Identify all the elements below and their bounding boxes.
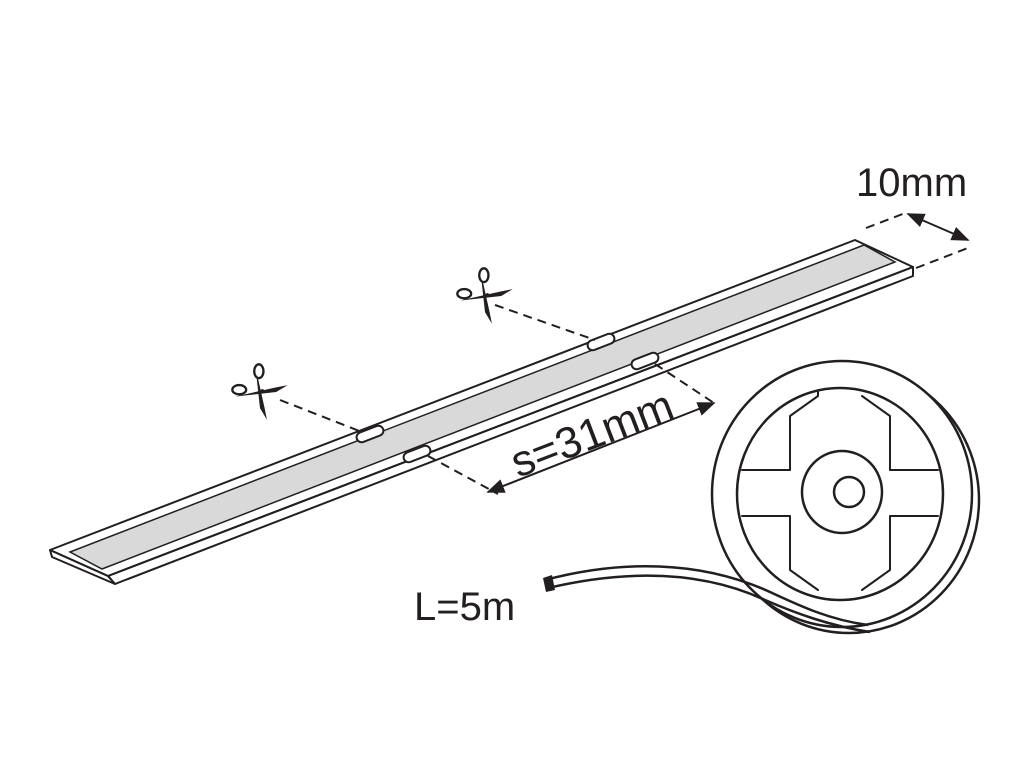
spacing-dimension-arrow [486, 402, 716, 493]
tape-reel [710, 359, 981, 635]
tape-end [543, 575, 555, 592]
solder-pad [630, 351, 660, 371]
led-strip [49, 239, 914, 585]
reel-tape-tail-inner [547, 574, 871, 634]
length-label: L=5m [414, 585, 515, 629]
reel-tape-tail [544, 564, 869, 627]
solder-pad [586, 332, 616, 352]
cut-line-right [494, 304, 715, 404]
width-label: 10mm [856, 161, 967, 205]
strip-left-edge [49, 549, 116, 585]
scissors-icon [231, 363, 289, 421]
width-dimension [865, 211, 970, 269]
solder-pad [402, 444, 432, 464]
scissors-icon [456, 267, 514, 325]
solder-pad [355, 424, 385, 444]
